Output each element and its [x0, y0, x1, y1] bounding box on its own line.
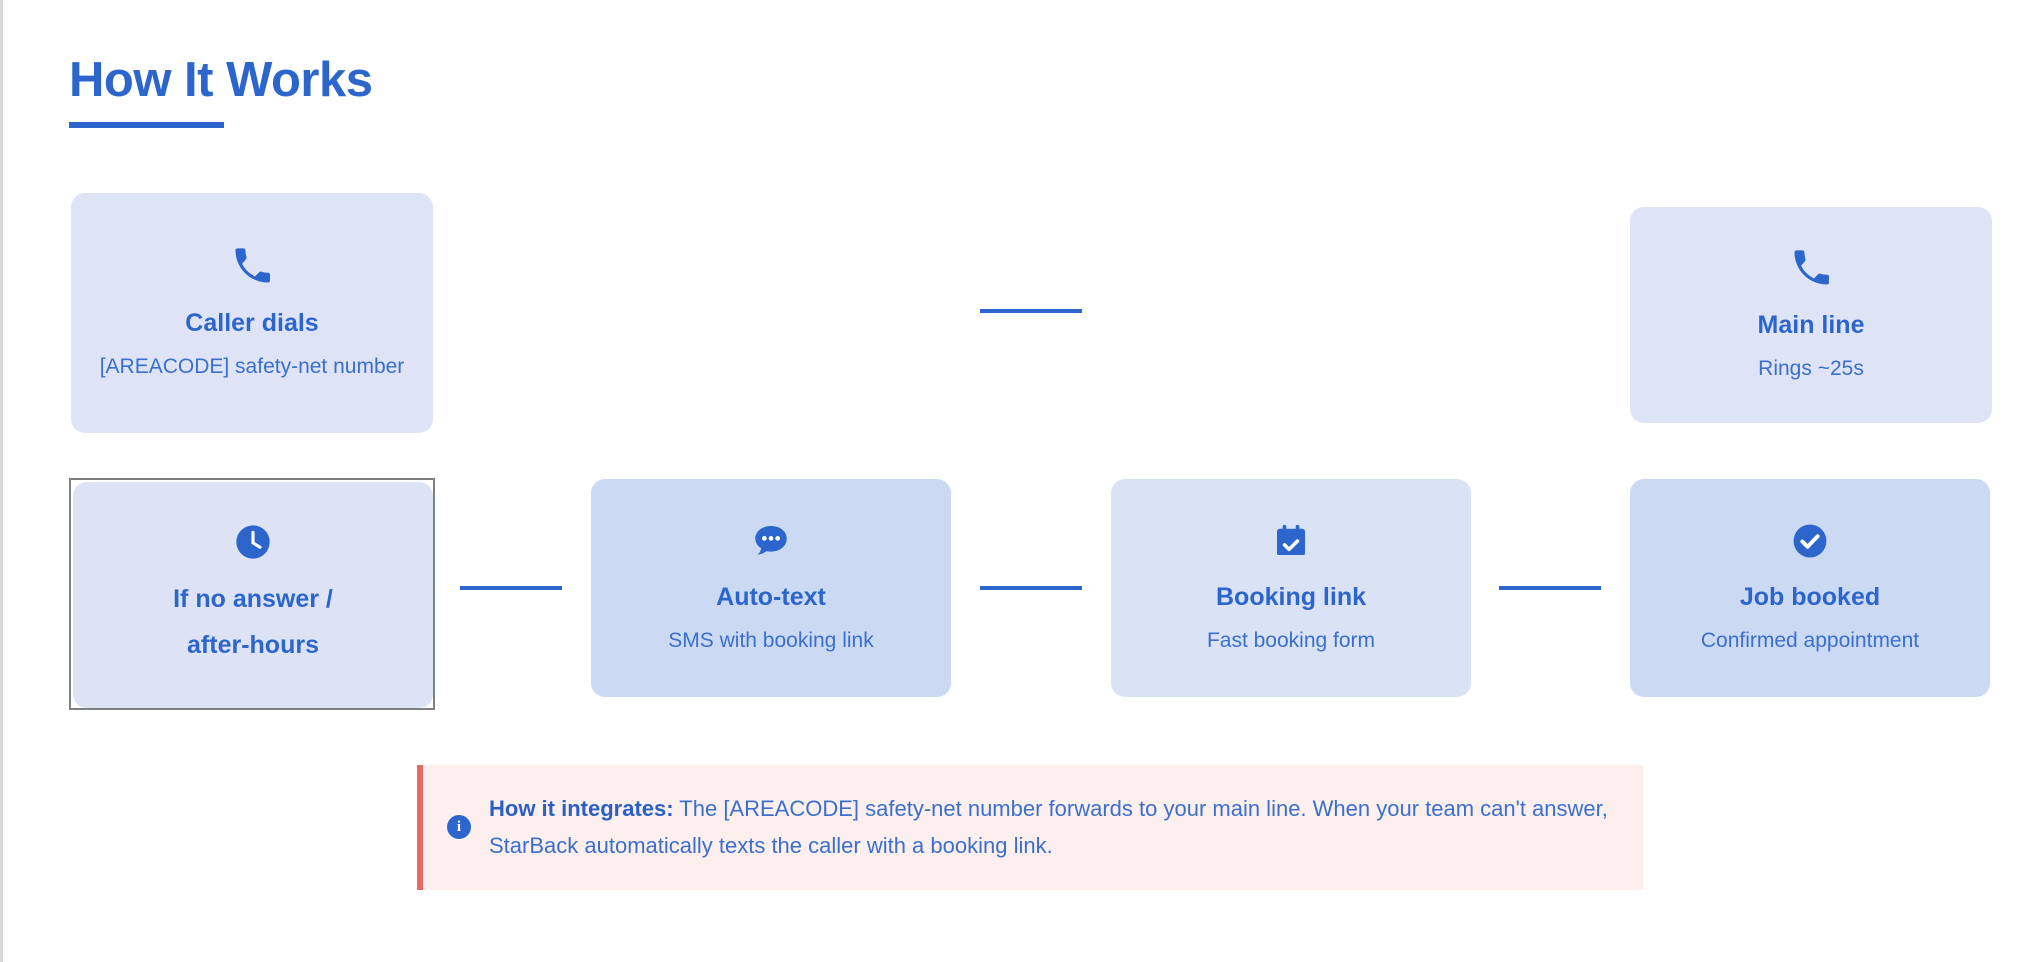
step-card-main-line[interactable]: Main line Rings ~25s	[1630, 207, 1992, 423]
page-title: How It Works	[69, 53, 373, 107]
step-card-subtitle: SMS with booking link	[668, 629, 874, 653]
step-card-job-booked[interactable]: Job booked Confirmed appointment	[1630, 479, 1990, 697]
step-card-subtitle: Fast booking form	[1206, 629, 1376, 653]
step-card-booking-link[interactable]: Booking link Fast booking form	[1111, 479, 1471, 697]
step-card-title: Booking link	[1216, 583, 1366, 612]
integration-callout: i How it integrates: The [AREACODE] safe…	[417, 765, 1643, 891]
booking-to-jobbooked-connector	[1499, 586, 1601, 590]
calendar-check-icon	[1270, 520, 1312, 562]
step-card-if-no-answer-selection-outline: If no answer / after-hours	[69, 478, 435, 710]
step-card-title-line2: after-hours	[187, 631, 319, 659]
noanswer-to-autotext-connector	[460, 586, 562, 590]
step-card-caller-dials[interactable]: Caller dials [AREACODE] safety-net numbe…	[71, 193, 433, 433]
clock-icon	[233, 522, 273, 562]
main-line-connector	[980, 309, 1082, 313]
step-card-title: Caller dials	[185, 309, 319, 338]
step-card-if-no-answer[interactable]: If no answer / after-hours	[73, 482, 433, 708]
info-icon: i	[447, 815, 471, 839]
step-card-title: Auto-text	[716, 583, 826, 612]
phone-icon	[230, 244, 274, 288]
check-circle-icon	[1789, 520, 1831, 562]
chat-bubble-icon	[750, 520, 792, 562]
step-card-subtitle: [AREACODE] safety-net number	[99, 355, 405, 379]
title-underline-accent	[69, 122, 224, 129]
heading-block: How It Works	[69, 53, 373, 129]
step-card-auto-text[interactable]: Auto-text SMS with booking link	[591, 479, 951, 697]
callout-label: How it integrates:	[489, 796, 674, 821]
step-card-title: Main line	[1757, 311, 1865, 340]
callout-text: How it integrates: The [AREACODE] safety…	[489, 791, 1613, 864]
callout-body: The [AREACODE] safety-net number forward…	[489, 796, 1608, 858]
step-card-title-line1: If no answer /	[173, 584, 333, 613]
phone-icon	[1789, 246, 1833, 290]
autotext-to-booking-connector	[980, 586, 1082, 590]
step-card-title: Job booked	[1739, 583, 1881, 612]
step-card-subtitle: Rings ~25s	[1758, 357, 1864, 381]
step-card-subtitle: Confirmed appointment	[1700, 629, 1920, 653]
